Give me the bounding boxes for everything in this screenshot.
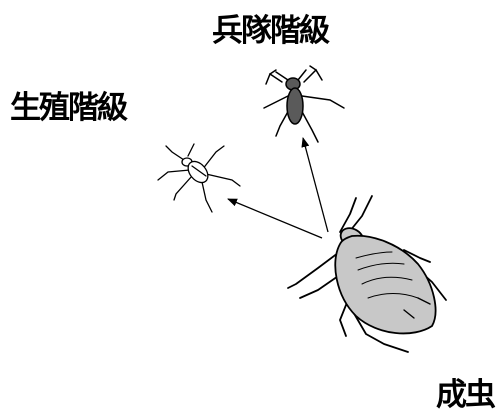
adult-aphid-icon bbox=[287, 195, 447, 353]
adult-label: 成虫 bbox=[436, 377, 496, 413]
reproductive-aphid-icon bbox=[157, 143, 241, 213]
soldier-caste-label: 兵隊階級 bbox=[212, 13, 330, 49]
arrow-to-soldier bbox=[301, 137, 329, 233]
arrow-to-reproductive bbox=[227, 198, 323, 239]
soldier-aphid-icon bbox=[263, 65, 345, 143]
reproductive-caste-label: 生殖階級 bbox=[10, 90, 128, 126]
